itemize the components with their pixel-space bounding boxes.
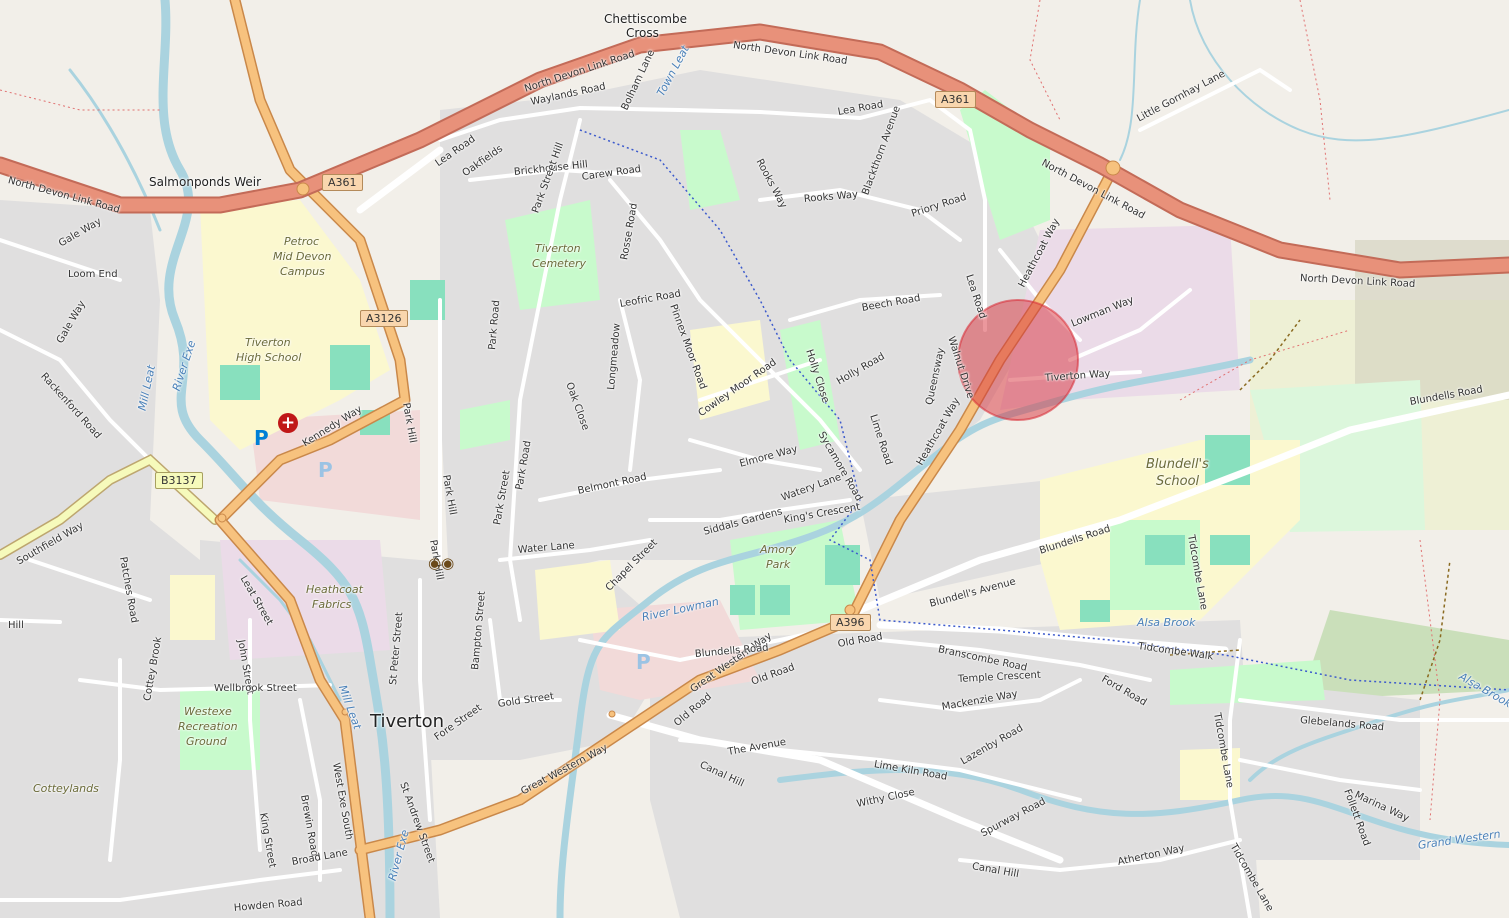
hospital-icon[interactable]: + — [278, 413, 298, 433]
bridleway — [1169, 319, 1451, 701]
road-shield-a3126: A3126 — [360, 310, 408, 327]
retail-area — [250, 410, 420, 520]
street-label: Loom End — [68, 269, 118, 280]
viewpoint-icon[interactable]: ◉◉ — [428, 554, 455, 572]
area-label: High School — [236, 351, 302, 364]
area-label: Heathcoat — [306, 583, 363, 596]
area-label: Cemetery — [532, 257, 587, 270]
highlight-marker[interactable] — [957, 299, 1079, 421]
area-label: Campus — [280, 265, 325, 278]
parking-icon[interactable]: P — [318, 458, 333, 482]
place-label: Salmonponds Weir — [149, 175, 262, 189]
area-label: Ground — [186, 735, 227, 748]
town-label: Tiverton — [370, 711, 445, 732]
area-label: Tiverton — [245, 336, 291, 349]
secondary-roads — [356, 146, 1509, 864]
area-label: School — [1156, 474, 1200, 489]
road-shield-b3137: B3137 — [155, 472, 203, 489]
area-label: Amory — [760, 543, 797, 556]
area-label: Mid Devon — [273, 250, 332, 263]
road-shield-a361: A361 — [935, 91, 976, 108]
road-shield-a396: A396 — [830, 614, 871, 631]
area-label: Westexe — [184, 705, 232, 718]
link-road — [0, 25, 1509, 277]
street-label: Wellbrook Street — [214, 683, 297, 694]
pitch-areas — [220, 280, 1250, 622]
boundary-line — [579, 129, 1509, 691]
place-label: Chettiscombe — [604, 12, 687, 26]
street-label: Hill — [8, 620, 24, 631]
area-label: Park — [766, 558, 791, 571]
area-label: Tiverton — [535, 242, 581, 255]
area-label: Blundell's — [1146, 457, 1209, 472]
parking-icon[interactable]: P — [254, 426, 269, 450]
area-label: Petroc — [284, 235, 320, 248]
parking-icon[interactable]: P — [636, 650, 651, 674]
water-label: Alsa Brook — [1137, 616, 1196, 629]
area-label: Recreation — [178, 720, 238, 733]
footpaths — [0, 0, 1441, 821]
road-shield-a361: A361 — [322, 174, 363, 191]
area-label: Fabrics — [312, 598, 352, 611]
place-label: Cotteylands — [33, 782, 99, 795]
place-label: Cross — [626, 26, 659, 40]
junctions — [217, 160, 1121, 718]
wood-area — [1300, 610, 1509, 700]
